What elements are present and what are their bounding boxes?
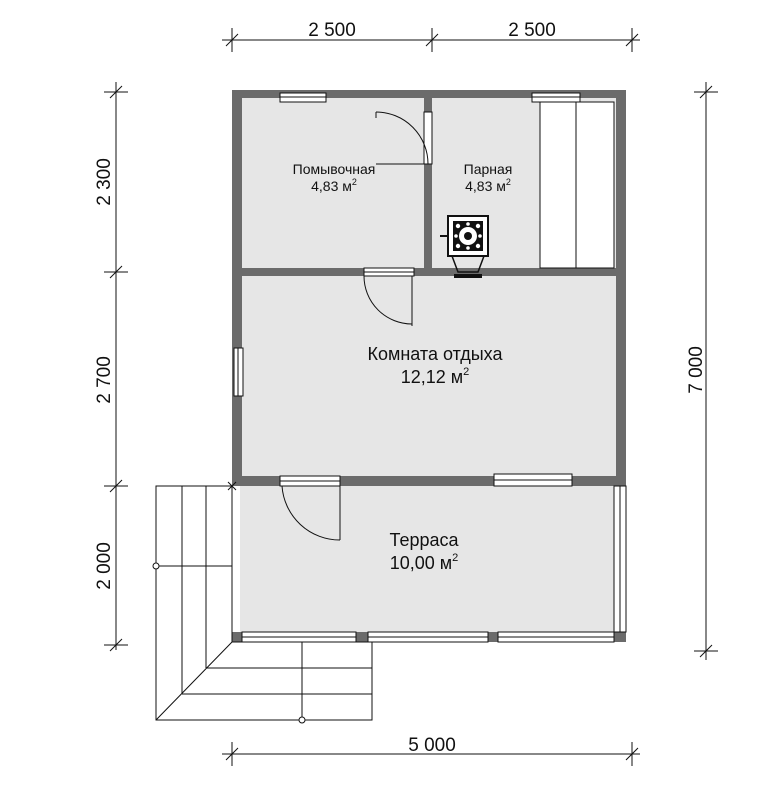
bench (539, 101, 615, 269)
dim-top-right: 2 500 (508, 20, 556, 41)
terrace-floor (240, 486, 616, 636)
rest-room-area: 12,12 м2 (401, 366, 470, 387)
room-labels: Помывочная 4,83 м2 Парная 4,83 м2 Комнат… (293, 161, 513, 573)
terrace-area: 10,00 м2 (390, 552, 459, 573)
steam-room-name: Парная (464, 161, 513, 177)
terrace-name: Терраса (389, 530, 459, 550)
stairs (152, 481, 373, 724)
dim-top-left: 2 500 (308, 20, 356, 41)
rest-room-name: Комната отдыха (368, 344, 504, 364)
dim-bottom: 5 000 (408, 735, 456, 756)
dim-left-top: 2 300 (94, 158, 115, 206)
dim-right-total: 7 000 (686, 346, 707, 394)
walls (232, 90, 626, 642)
washroom-name: Помывочная (293, 161, 376, 177)
stove-icon (440, 215, 489, 278)
dim-left-bottom: 2 000 (94, 542, 115, 590)
door-opening-steam (423, 111, 433, 165)
dim-left-middle: 2 700 (94, 356, 115, 404)
dimension-lines (104, 28, 718, 766)
doors (279, 111, 433, 541)
steam-room-area: 4,83 м2 (465, 177, 511, 194)
washroom-area: 4,83 м2 (311, 177, 357, 194)
windows (233, 92, 627, 643)
